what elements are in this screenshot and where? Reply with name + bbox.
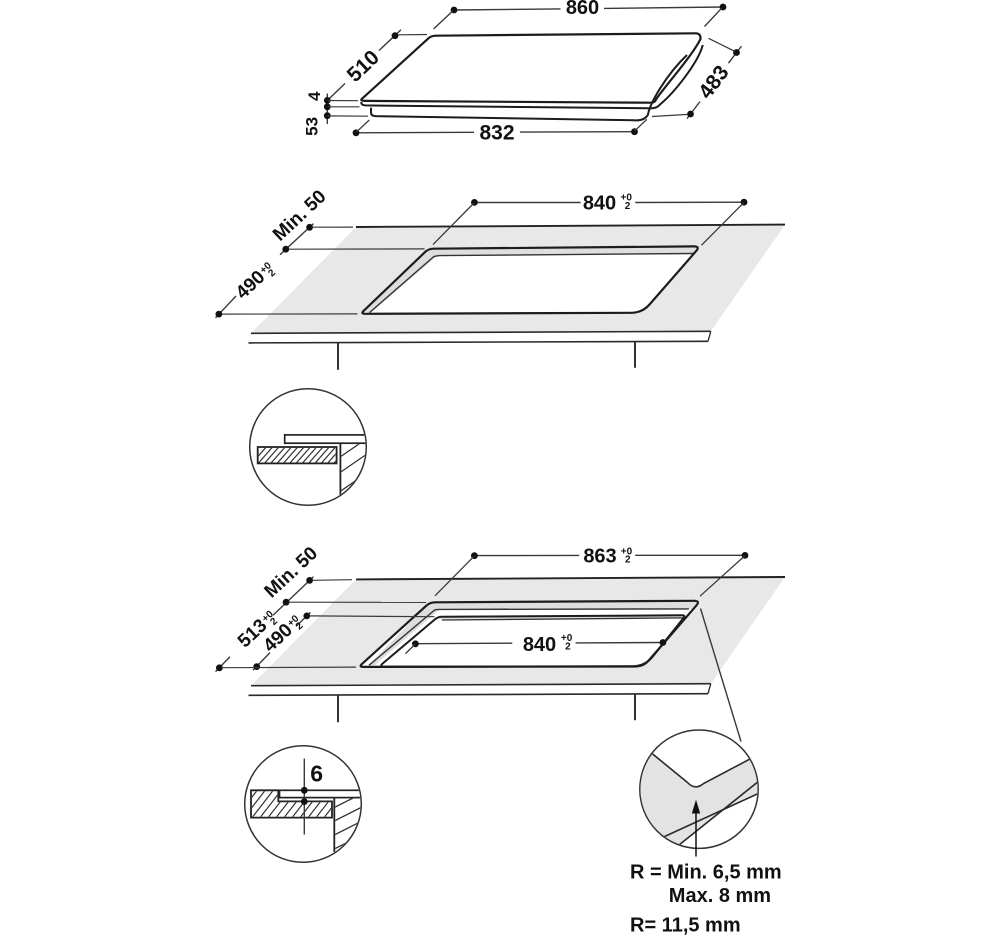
svg-text:6: 6 — [310, 760, 323, 786]
svg-text:4: 4 — [305, 91, 324, 101]
svg-text:53: 53 — [303, 117, 322, 136]
svg-text:860: 860 — [566, 0, 599, 19]
svg-text:Max. 8 mm: Max. 8 mm — [669, 885, 771, 907]
svg-text:840: 840 — [523, 634, 556, 656]
svg-text:2: 2 — [625, 554, 631, 565]
svg-text:2: 2 — [565, 641, 571, 652]
svg-text:R = Min. 6,5 mm: R = Min. 6,5 mm — [630, 862, 782, 884]
svg-text:832: 832 — [479, 122, 514, 145]
svg-text:863: 863 — [583, 545, 616, 567]
svg-text:840: 840 — [583, 193, 616, 215]
svg-text:2: 2 — [625, 201, 631, 212]
svg-text:R= 11,5 mm: R= 11,5 mm — [630, 915, 741, 937]
